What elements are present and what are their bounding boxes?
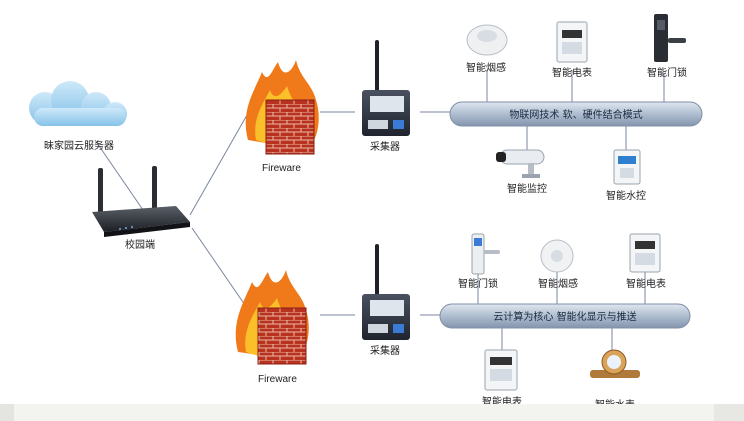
router-icon [92,166,190,237]
door-lock-icon [654,14,686,62]
bus-bottom-label: 云计算为核心 智能化显示与推送 [493,310,636,323]
device-label: 智能监控 [507,184,547,195]
bottom-strip [0,404,744,421]
bus-top-label: 物联网技术 软、硬件结合模式 [509,108,642,121]
device-label: 智能电表 [552,68,592,79]
firewall-icon [245,60,319,155]
door-lock-icon [471,233,500,275]
water-meter-icon [590,349,640,378]
firewall-icon [235,270,309,365]
security-camera-icon [496,149,545,178]
device-label: 智能电表 [626,279,666,290]
device-label: 智能门锁 [647,68,687,79]
collector-label: 采集器 [370,142,400,153]
electric-meter-icon [556,21,588,63]
electric-meter-icon [629,233,661,273]
router-label: 校园端 [125,240,155,251]
collector-device-icon [362,40,410,136]
device-label: 智能水控 [606,191,646,202]
bus-bottom: 云计算为核心 智能化显示与推送 [439,303,691,329]
bus-top: 物联网技术 软、硬件结合模式 [449,101,703,127]
connection-lines [94,70,665,350]
electric-meter-icon [484,349,518,391]
device-label: 智能门锁 [458,279,498,290]
collector-device-icon [362,244,410,340]
device-label: 智能电表 [482,397,522,408]
smoke-detector-icon [466,24,508,56]
device-label: 智能烟感 [466,63,506,74]
smoke-detector-icon [540,239,574,273]
water-controller-icon [613,149,641,185]
cloud-server-label: 昧家园云服务器 [44,141,114,152]
cloud-server-icon [29,81,127,126]
firewall-label: Fireware [258,374,297,385]
device-label: 智能烟感 [538,279,578,290]
collector-label: 采集器 [370,346,400,357]
firewall-label: Fireware [262,163,301,174]
